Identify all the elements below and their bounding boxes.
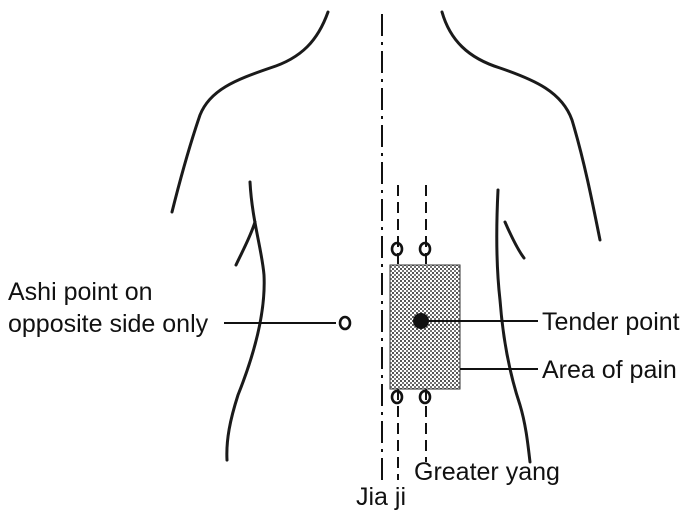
- left-torso-side: [227, 182, 264, 460]
- ashi-point-marker: [340, 317, 350, 329]
- area-of-pain-label: Area of pain: [542, 356, 677, 384]
- ashi-point-label-line2: opposite side only: [8, 310, 209, 338]
- right-torso-side: [497, 190, 530, 462]
- greater-yang-label: Greater yang: [414, 458, 560, 486]
- jia-ji-label: Jia ji: [356, 483, 406, 510]
- right-arm-inner: [505, 222, 524, 258]
- left-arm-inner: [236, 222, 255, 265]
- tender-point-label: Tender point: [542, 308, 680, 336]
- ashi-point-label-line1: Ashi point on: [8, 278, 153, 306]
- right-neck-shoulder-arm: [442, 12, 600, 240]
- body-outline: [172, 12, 600, 462]
- tender-point-dot: [413, 313, 429, 329]
